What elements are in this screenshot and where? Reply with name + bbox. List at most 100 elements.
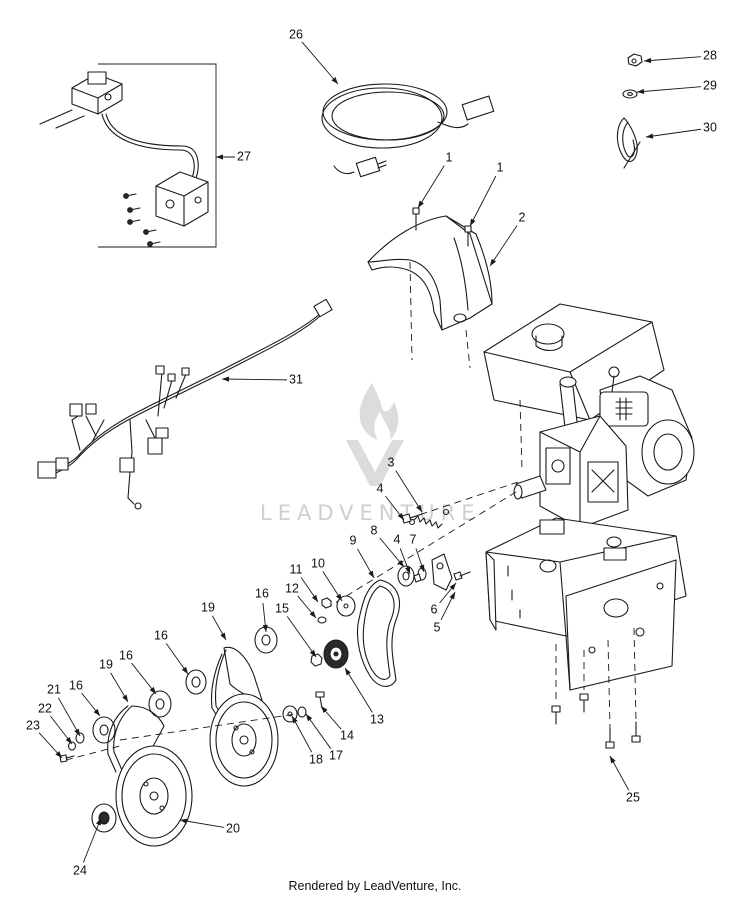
callout-leader-line: [305, 713, 332, 749]
callout-label: 30: [703, 120, 717, 134]
callout-label: 18: [309, 752, 323, 766]
callout-c30: 30: [645, 120, 717, 139]
flame-logo-icon: [359, 383, 399, 440]
callout-arrowhead-icon: [405, 566, 410, 574]
part-15-nut: [310, 653, 323, 667]
callout-c18: 18: [291, 715, 323, 766]
callout-label: 5: [434, 620, 441, 634]
part-6-idler-bracket: [431, 553, 453, 591]
callout-c8: 8: [371, 523, 405, 568]
callout-arrowhead-icon: [397, 559, 404, 567]
callout-arrowhead-icon: [490, 258, 497, 266]
callout-c19a: 19: [201, 600, 227, 641]
callout-arrowhead-icon: [180, 818, 188, 824]
callout-arrowhead-icon: [470, 218, 476, 226]
callout-leader-line: [645, 128, 702, 138]
callout-leader-line: [344, 667, 373, 713]
callout-label: 16: [119, 648, 133, 662]
engine-assembly: [329, 303, 695, 607]
callout-arrowhead-icon: [416, 504, 422, 512]
callout-arrowhead-icon: [65, 736, 72, 744]
callout-c26: 26: [289, 27, 339, 85]
part-2-belt-cover: [367, 215, 493, 369]
callout-label: 1: [497, 160, 504, 174]
callout-arrowhead-icon: [306, 714, 313, 722]
watermark-text: LEADVENTURE: [260, 501, 481, 525]
leadventure-watermark: LEADVENTURE: [260, 383, 481, 525]
screw-set-27: [123, 193, 161, 247]
part-23-bolt: [59, 754, 75, 763]
v-logo-icon: [346, 440, 404, 486]
part-17-lockwasher: [297, 706, 307, 718]
callout-c22: 22: [38, 701, 73, 745]
callout-c7: 7: [410, 532, 425, 573]
callout-arrowhead-icon: [637, 88, 645, 95]
part-30-cable-tie: [616, 117, 641, 169]
callout-label: 16: [154, 628, 168, 642]
callout-label: 9: [350, 533, 357, 547]
part-29-washer: [622, 89, 638, 99]
callout-c9: 9: [350, 533, 375, 579]
callout-c12: 12: [285, 581, 317, 619]
callout-arrowhead-icon: [220, 632, 226, 640]
callout-label: 29: [703, 78, 717, 92]
callout-arrowhead-icon: [419, 564, 425, 572]
part-20-large-pulleys: [65, 693, 297, 847]
callout-arrowhead-icon: [368, 570, 374, 578]
callout-label: 26: [289, 27, 303, 41]
callout-c16a: 16: [255, 586, 269, 633]
callout-arrowhead-icon: [292, 716, 298, 724]
part-21-washer: [75, 732, 85, 744]
callout-arrowhead-icon: [262, 624, 268, 632]
callout-arrowhead-icon: [610, 756, 616, 764]
callout-label: 25: [626, 790, 640, 804]
callout-c23: 23: [26, 718, 63, 759]
callout-c1a: 1: [417, 150, 453, 209]
callout-c14: 14: [320, 705, 354, 742]
part-25-bolts: [551, 693, 641, 749]
callout-leader-line: [179, 819, 225, 828]
callout-arrowhead-icon: [311, 594, 318, 602]
callout-c19b: 19: [99, 657, 129, 703]
part-12-washer: [317, 616, 327, 624]
part-4-bolt-upper: [401, 513, 423, 524]
callout-label: 4: [377, 481, 384, 495]
callout-c16d: 16: [69, 678, 101, 717]
callout-label: 24: [73, 863, 87, 877]
callout-c3: 3: [388, 455, 423, 513]
engine-frame: [485, 517, 687, 729]
callout-label: 17: [329, 748, 343, 762]
callout-c25: 25: [609, 755, 640, 804]
part-11-nut: [321, 597, 332, 609]
callout-c5: 5: [434, 591, 456, 634]
callout-arrowhead-icon: [93, 708, 100, 716]
callout-label: 10: [311, 556, 325, 570]
callout-label: 2: [519, 210, 526, 224]
callout-label: 15: [275, 601, 289, 615]
callout-label: 7: [410, 532, 417, 546]
callout-arrowhead-icon: [418, 200, 424, 208]
callout-arrowhead-icon: [321, 706, 328, 713]
part-8-idler-pulley: [397, 565, 415, 587]
callout-label: 14: [340, 728, 354, 742]
callout-arrowhead-icon: [74, 728, 80, 736]
callout-arrowhead-icon: [644, 57, 652, 64]
callout-label: 11: [290, 562, 303, 576]
callout-label: 22: [38, 701, 52, 715]
callout-leader-line: [286, 616, 317, 658]
callout-c28: 28: [643, 48, 717, 64]
callout-c4a: 4: [377, 481, 405, 521]
callout-arrowhead-icon: [397, 512, 404, 520]
callout-c10: 10: [311, 556, 343, 602]
callout-arrowhead-icon: [55, 751, 62, 758]
engine-vent-grid: [615, 397, 633, 421]
callout-c2: 2: [489, 210, 526, 267]
callout-arrowhead-icon: [181, 666, 188, 674]
callout-label: 28: [703, 48, 717, 62]
callout-label: 31: [289, 372, 303, 386]
callout-label: 3: [388, 455, 395, 469]
callout-leader-line: [82, 817, 102, 863]
callout-arrowhead-icon: [149, 686, 156, 694]
callout-arrowhead-icon: [122, 694, 128, 702]
